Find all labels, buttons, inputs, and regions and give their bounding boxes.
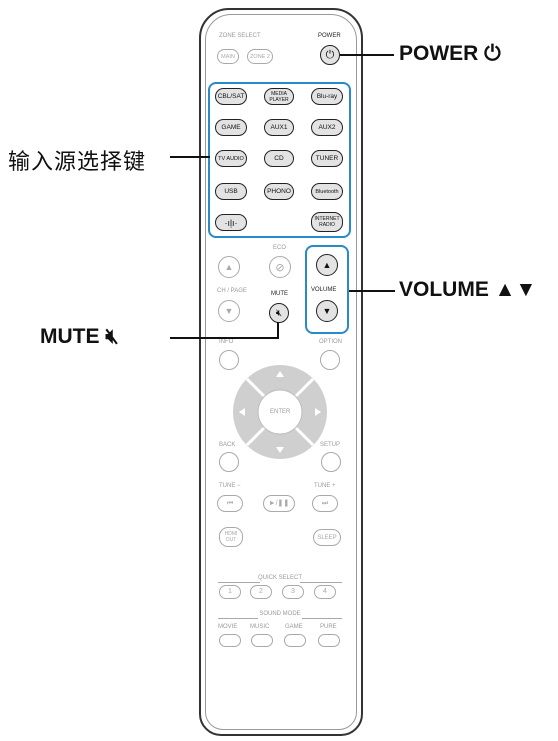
tune-plus-button[interactable]: ⏭ xyxy=(312,495,338,512)
input-phono-button[interactable]: PHONO xyxy=(264,183,294,200)
option-button[interactable] xyxy=(320,350,340,370)
zone-select-label: ZONE SELECT xyxy=(219,33,261,39)
leaf-icon: ⊘ xyxy=(275,261,285,274)
sound-mode-divider-right xyxy=(302,618,342,619)
info-button[interactable] xyxy=(219,350,239,370)
cursor-right-icon[interactable] xyxy=(315,408,321,416)
eco-button[interactable]: ⊘ xyxy=(269,256,291,278)
input-source-label: 输入源选择键 xyxy=(8,149,147,174)
tune-plus-caption: TUNE + xyxy=(314,483,336,489)
mute-caption: MUTE xyxy=(271,291,288,297)
back-button[interactable] xyxy=(219,452,239,472)
cursor-left-icon[interactable] xyxy=(239,408,245,416)
tune-minus-caption: TUNE − xyxy=(219,483,241,489)
input-internet-radio-button[interactable]: INTERNET RADIO xyxy=(311,212,343,232)
triangle-down-icon: ▼ xyxy=(224,306,234,316)
pure-button[interactable] xyxy=(318,634,340,647)
quick-select-1-button[interactable]: 1 xyxy=(219,585,241,599)
triangle-down-icon: ▼ xyxy=(322,306,332,316)
setup-caption: SETUP xyxy=(320,442,341,448)
mute-label: MUTE 🔇︎ xyxy=(40,325,119,348)
cursor-ring xyxy=(233,365,327,459)
mute-button[interactable]: 🔇︎ xyxy=(269,303,289,323)
mute-callout-line-horizontal xyxy=(170,337,278,339)
volume-highlight xyxy=(305,245,349,334)
triangle-up-icon: ▲ xyxy=(224,262,234,272)
volume-up-button[interactable]: ▲ xyxy=(316,254,338,276)
back-caption: BACK xyxy=(219,442,236,448)
eco-caption: ECO xyxy=(273,245,287,251)
movie-caption: MOVIE xyxy=(218,624,238,630)
channel-down-button[interactable]: ▼ xyxy=(218,300,240,322)
remote-control-inner-outline xyxy=(205,14,357,730)
quick-select-caption: QUICK SELECT xyxy=(257,575,302,581)
input-aux2-button[interactable]: AUX2 xyxy=(311,119,343,136)
volume-down-button[interactable]: ▼ xyxy=(316,300,338,322)
quick-select-4-button[interactable]: 4 xyxy=(314,585,336,599)
game-mode-button[interactable] xyxy=(284,634,306,647)
play-pause-button[interactable]: ►/❚❚ xyxy=(263,495,295,512)
input-cd-button[interactable]: CD xyxy=(264,150,294,167)
sound-mode-caption: SOUND MODE xyxy=(259,611,301,617)
mute-callout-line-vertical xyxy=(277,322,279,339)
channel-up-button[interactable]: ▲ xyxy=(218,256,240,278)
play-pause-icon: ►/❚❚ xyxy=(268,499,290,507)
input-tuner-button[interactable]: TUNER xyxy=(311,150,343,167)
input-source-highlight xyxy=(208,82,351,238)
power-button[interactable]: ⏻ xyxy=(320,45,340,65)
volume-callout-line xyxy=(349,290,395,292)
sound-mode-divider-left xyxy=(218,618,258,619)
volume-label: VOLUME ▲▼ xyxy=(399,278,537,301)
hdmi-out-button[interactable]: HDMI OUT xyxy=(219,527,243,547)
music-caption: MUSIC xyxy=(250,624,270,630)
input-cbl-sat-button[interactable]: CBL/SAT xyxy=(215,88,247,105)
input-tv-audio-button[interactable]: TV AUDIO xyxy=(215,150,247,167)
input-game-button[interactable]: GAME xyxy=(215,119,247,136)
input-source-callout-line xyxy=(170,156,210,158)
quick-select-3-button[interactable]: 3 xyxy=(282,585,304,599)
power-icon: ⏻ xyxy=(325,48,335,61)
music-button[interactable] xyxy=(251,634,273,647)
pure-caption: PURE xyxy=(320,624,337,630)
navigation-pad[interactable] xyxy=(228,362,332,462)
input-bluray-button[interactable]: Blu-ray xyxy=(311,88,343,105)
main-button[interactable]: MAIN xyxy=(217,49,239,64)
option-caption: OPTION xyxy=(319,339,343,345)
info-caption: INFO xyxy=(219,339,234,345)
input-media-player-button[interactable]: MEDIA PLAYER xyxy=(264,88,294,105)
skip-back-icon: ⏮ xyxy=(226,499,234,507)
skip-forward-icon: ⏭ xyxy=(321,499,329,507)
quick-select-divider-right xyxy=(300,582,342,583)
power-callout-line xyxy=(340,54,394,56)
input-aux1-button[interactable]: AUX1 xyxy=(264,119,294,136)
cursor-up-icon[interactable] xyxy=(276,371,284,377)
volume-caption: VOLUME xyxy=(311,287,337,293)
ch-page-caption: CH / PAGE xyxy=(217,288,247,294)
power-label: POWER ⏻ xyxy=(399,42,501,65)
tune-minus-button[interactable]: ⏮ xyxy=(217,495,243,512)
movie-button[interactable] xyxy=(219,634,241,647)
setup-button[interactable] xyxy=(321,452,341,472)
mute-speaker-icon: 🔇︎ xyxy=(275,307,283,319)
remote-control-body xyxy=(199,8,363,736)
game-mode-caption: GAME xyxy=(285,624,303,630)
enter-button-label[interactable]: ENTER xyxy=(270,409,291,415)
cursor-down-icon[interactable] xyxy=(276,447,284,453)
heos-icon: ·ıļı· xyxy=(224,217,238,228)
power-button-caption: POWER xyxy=(318,33,341,39)
input-heos-button[interactable]: ·ıļı· xyxy=(215,214,247,231)
quick-select-2-button[interactable]: 2 xyxy=(250,585,272,599)
sleep-button[interactable]: SLEEP xyxy=(313,529,341,546)
quick-select-divider-left xyxy=(218,582,260,583)
input-usb-button[interactable]: USB xyxy=(215,183,247,200)
input-bluetooth-button[interactable]: Bluetooth xyxy=(311,183,343,200)
zone2-button[interactable]: ZONE 2 xyxy=(247,49,273,64)
triangle-up-icon: ▲ xyxy=(322,260,332,270)
